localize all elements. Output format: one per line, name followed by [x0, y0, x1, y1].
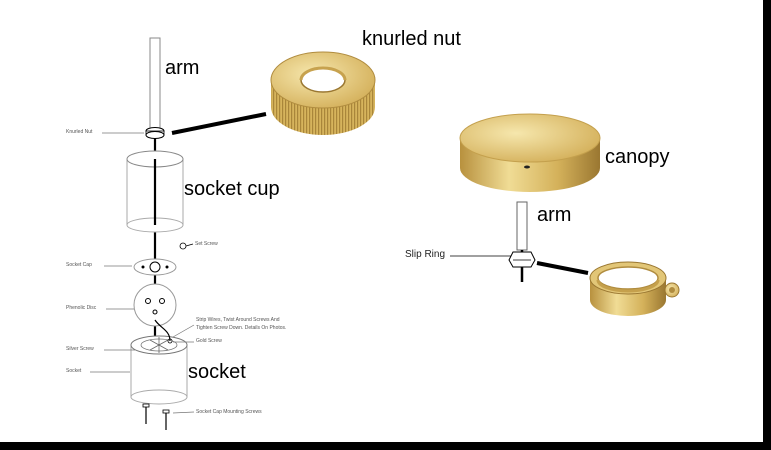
- canopy-label: canopy: [605, 146, 670, 169]
- small-label-silver-screw: Silver Screw: [66, 346, 94, 352]
- slip-ring-label: Slip Ring: [405, 249, 445, 260]
- socket-body: [131, 320, 187, 404]
- canopy-photo: [460, 114, 600, 192]
- small-label-set-screw: Set Screw: [195, 241, 218, 247]
- small-label-strip-wires-2: Tighten Screw Down. Details On Photos.: [196, 325, 286, 331]
- arm-right-label: arm: [537, 204, 571, 227]
- diagram-graphics: [0, 0, 763, 442]
- small-label-mounting-screws: Socket Cap Mounting Screws: [196, 409, 262, 415]
- slip-ring-photo: [590, 262, 679, 316]
- knurled-nut-photo: [271, 52, 375, 135]
- diagram-canvas: arm knurled nut socket cup socket canopy…: [0, 0, 763, 442]
- slip-ring-drawing: [450, 252, 535, 267]
- knurled-nut-pointer: [172, 114, 266, 133]
- arm-tube: [150, 38, 160, 128]
- socket-cup: [127, 151, 183, 232]
- knurled-nut-label: knurled nut: [362, 28, 461, 51]
- small-label-socket-cap: Socket Cap: [66, 262, 92, 268]
- arm-label: arm: [165, 57, 199, 80]
- small-knurled-nut: [146, 128, 164, 139]
- right-arm: [517, 202, 527, 282]
- small-label-socket: Socket: [66, 368, 81, 374]
- socket-label: socket: [188, 361, 246, 384]
- mounting-screws: [143, 404, 169, 430]
- small-label-knurled-nut: Knurled Nut: [66, 129, 92, 135]
- set-screw: [180, 243, 193, 249]
- socket-cup-label: socket cup: [184, 178, 280, 201]
- small-label-strip-wires-1: Strip Wires, Twist Around Screws And: [196, 317, 280, 323]
- small-label-phenolic-disc: Phenolic Disc: [66, 305, 96, 311]
- socket-cap: [134, 259, 176, 275]
- phenolic-disc: [134, 284, 176, 326]
- slip-ring-pointer: [537, 263, 588, 273]
- small-label-gold-screw: Gold Screw: [196, 338, 222, 344]
